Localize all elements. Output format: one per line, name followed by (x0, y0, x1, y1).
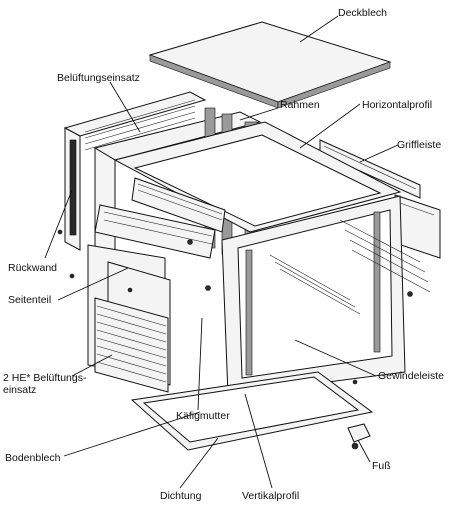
label-horizontalprofil: Horizontalprofil (362, 99, 433, 111)
label-bodenblech: Bodenblech (5, 452, 61, 464)
top-cover-plate (148, 21, 392, 109)
ventilation-insert-2he (94, 297, 169, 393)
bottom-plate (130, 371, 374, 451)
label-belueftungseinsatz: Belüftungseinsatz (57, 72, 140, 84)
screws (57, 229, 413, 385)
label-he-belueftungseinsatz: 2 HE* Belüftungs- einsatz (3, 372, 86, 396)
threaded-strips (339, 219, 431, 293)
label-rahmen: Rahmen (280, 99, 320, 111)
label-rueckwand: Rückwand (8, 262, 58, 274)
label-kaefigmutter: Käfigmutter (176, 410, 230, 422)
label-he-line1: 2 HE* Belüftungs- (3, 372, 87, 384)
label-seitenteil: Seitenteil (8, 294, 52, 306)
label-gewindeleiste: Gewindeleiste (378, 370, 444, 382)
label-deckblech: Deckblech (338, 7, 388, 19)
foot (347, 423, 371, 450)
rear-ventilation-frame (63, 91, 207, 251)
inner-ventilation-insert (94, 177, 226, 259)
label-vertikalprofil: Vertikalprofil (242, 490, 300, 502)
front-frame (113, 121, 406, 396)
leader-lines (44, 15, 399, 489)
label-griffleiste: Griffleiste (397, 139, 442, 151)
label-fuss: Fuß (372, 460, 391, 472)
label-he-line2: einsatz (3, 384, 37, 396)
label-dichtung: Dichtung (160, 490, 202, 502)
